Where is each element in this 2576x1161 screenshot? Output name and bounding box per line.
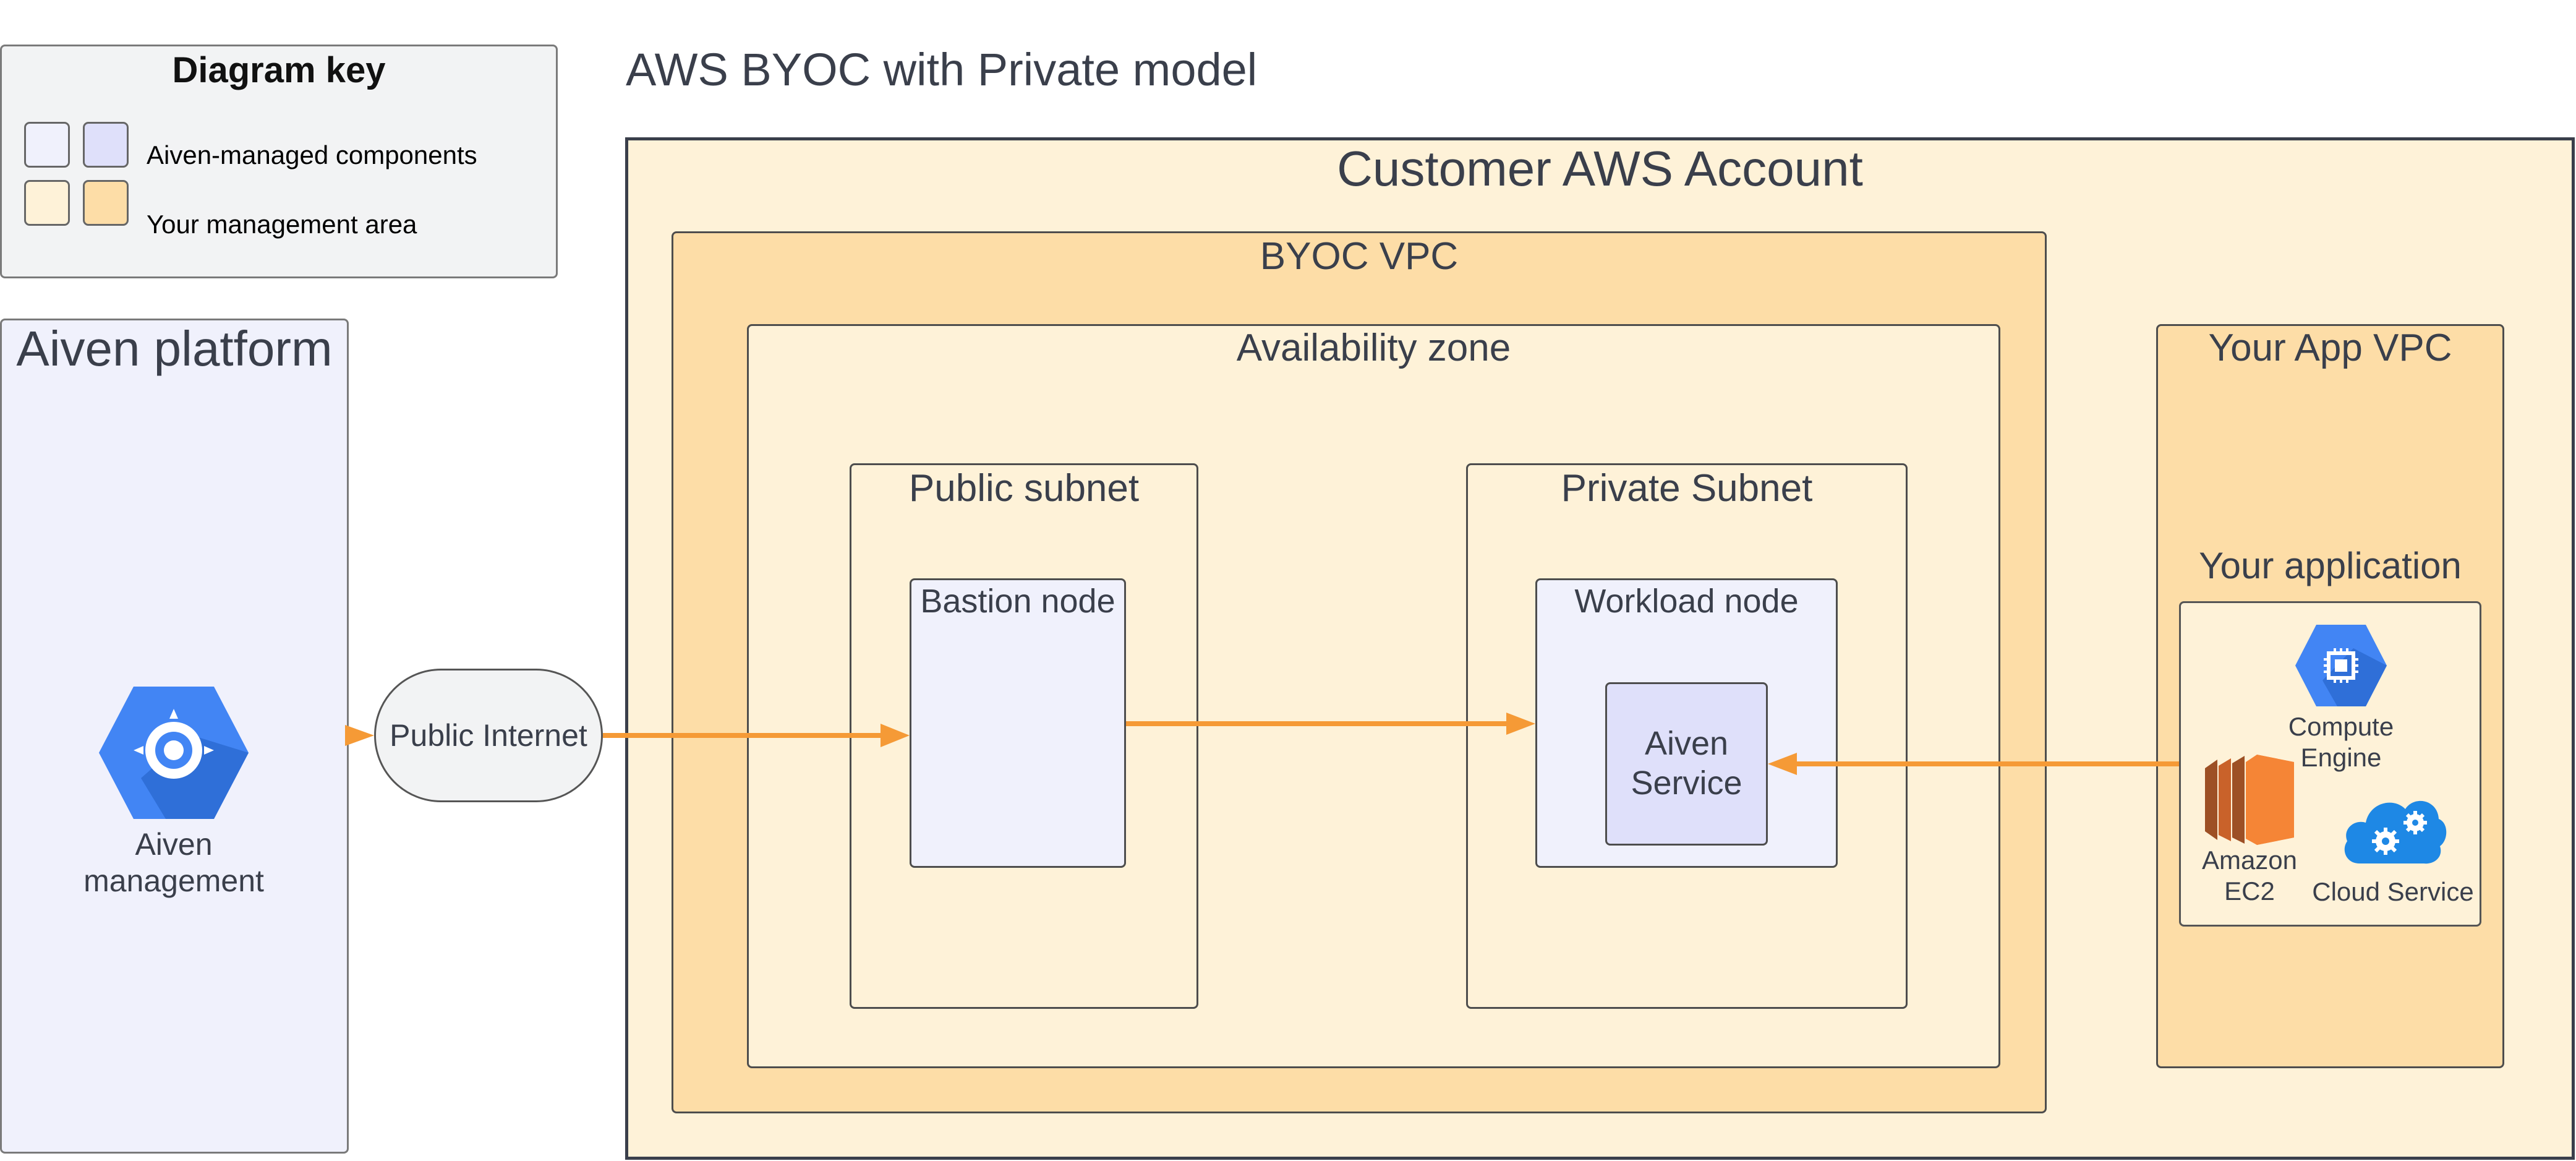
amazon-ec2-label: Amazon EC2	[2177, 845, 2322, 906]
diagram-title: AWS BYOC with Private model	[626, 44, 1258, 95]
aiven-management-line1: Aiven	[135, 827, 213, 862]
compute-engine-icon	[2295, 625, 2387, 706]
internet-to-bastion-head	[881, 724, 910, 747]
aiven-management-line2: management	[83, 863, 264, 898]
amazon-ec2-icon	[2205, 755, 2294, 845]
aiven-service: Aiven Service	[1605, 682, 1768, 846]
arrow-to-internet-head	[345, 725, 374, 746]
public-internet-label: Public Internet	[390, 718, 587, 753]
availability-zone-title: Availability zone	[1236, 327, 1511, 369]
bastion-node: Bastion node	[910, 578, 1126, 868]
aiven-service-line1: Aiven	[1644, 725, 1729, 763]
aiven-management-label: Aiven management	[37, 826, 310, 899]
public-internet: Public Internet	[374, 669, 603, 802]
amazon-ec2-line2: EC2	[2224, 876, 2275, 906]
cloud-service-icon	[2344, 800, 2447, 864]
compute-engine-line1: Compute	[2288, 712, 2394, 741]
customer-aws-account-title: Customer AWS Account	[1337, 141, 1863, 196]
aiven-platform-title: Aiven platform	[16, 321, 333, 376]
bastion-node-title: Bastion node	[920, 583, 1115, 620]
byoc-vpc-title: BYOC VPC	[1260, 235, 1459, 278]
customer-light-swatch	[24, 180, 70, 226]
workload-node-title: Workload node	[1574, 583, 1799, 620]
app-vpc-title: Your App VPC	[2208, 327, 2452, 369]
key-aiven-label: Aiven-managed components	[147, 140, 477, 169]
public-subnet-title: Public subnet	[908, 467, 1140, 510]
cloud-service-label: Cloud Service	[2312, 877, 2474, 906]
compute-engine-label: Compute Engine	[2251, 711, 2431, 773]
private-subnet-title: Private Subnet	[1561, 467, 1813, 510]
bastion-to-workload-head	[1506, 713, 1535, 735]
app-to-service-head	[1768, 753, 1797, 775]
aiven-light-swatch	[24, 122, 70, 168]
customer-dark-swatch	[83, 180, 129, 226]
diagram-key-title: Diagram key	[172, 50, 386, 90]
compute-engine-line2: Engine	[2300, 742, 2382, 772]
aiven-platform: Aiven platform	[0, 319, 349, 1154]
your-application-title: Your application	[2199, 545, 2462, 586]
amazon-ec2-line1: Amazon	[2201, 846, 2298, 875]
diagram-key: Diagram key Aiven-managed components You…	[0, 45, 558, 278]
aiven-dark-swatch	[83, 122, 129, 168]
aiven-management-icon	[99, 687, 249, 819]
aiven-service-line2: Service	[1631, 765, 1742, 802]
key-customer-label: Your management area	[147, 210, 417, 239]
